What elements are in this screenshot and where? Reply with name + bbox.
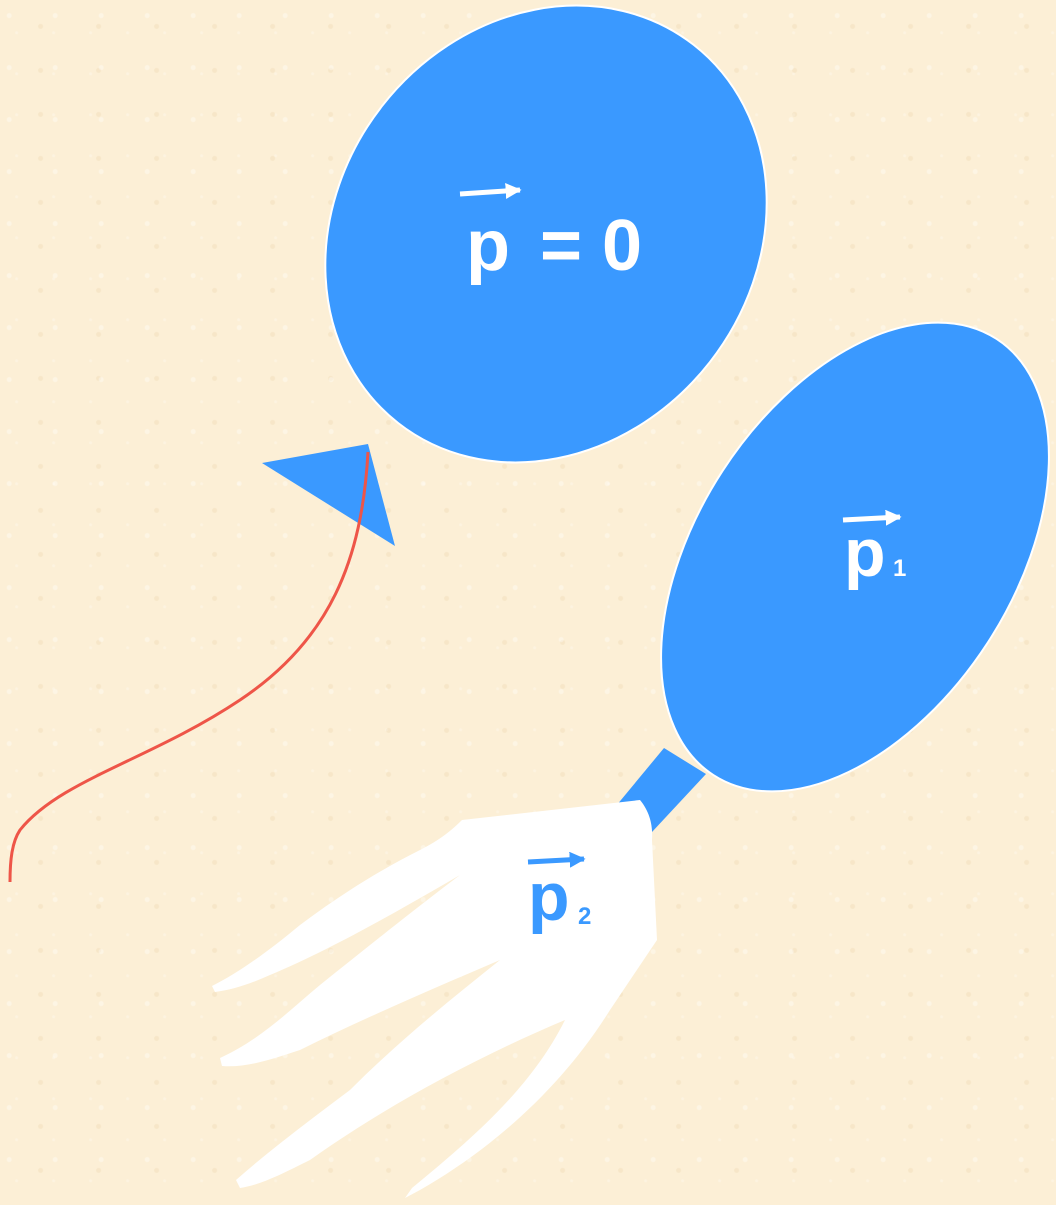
momentum-symbol: p (844, 515, 886, 591)
gas-jet-cloud (212, 800, 657, 1198)
closed-balloon-string (10, 452, 368, 882)
gas-jet: p 2 (212, 800, 657, 1198)
momentum-symbol: p (528, 859, 570, 935)
momentum-zero-relation: = 0 (540, 206, 642, 286)
momentum-symbol: p (466, 206, 510, 286)
closed-balloon-knot (262, 444, 395, 546)
momentum-subscript: 2 (578, 903, 591, 930)
momentum-subscript: 1 (893, 555, 906, 582)
